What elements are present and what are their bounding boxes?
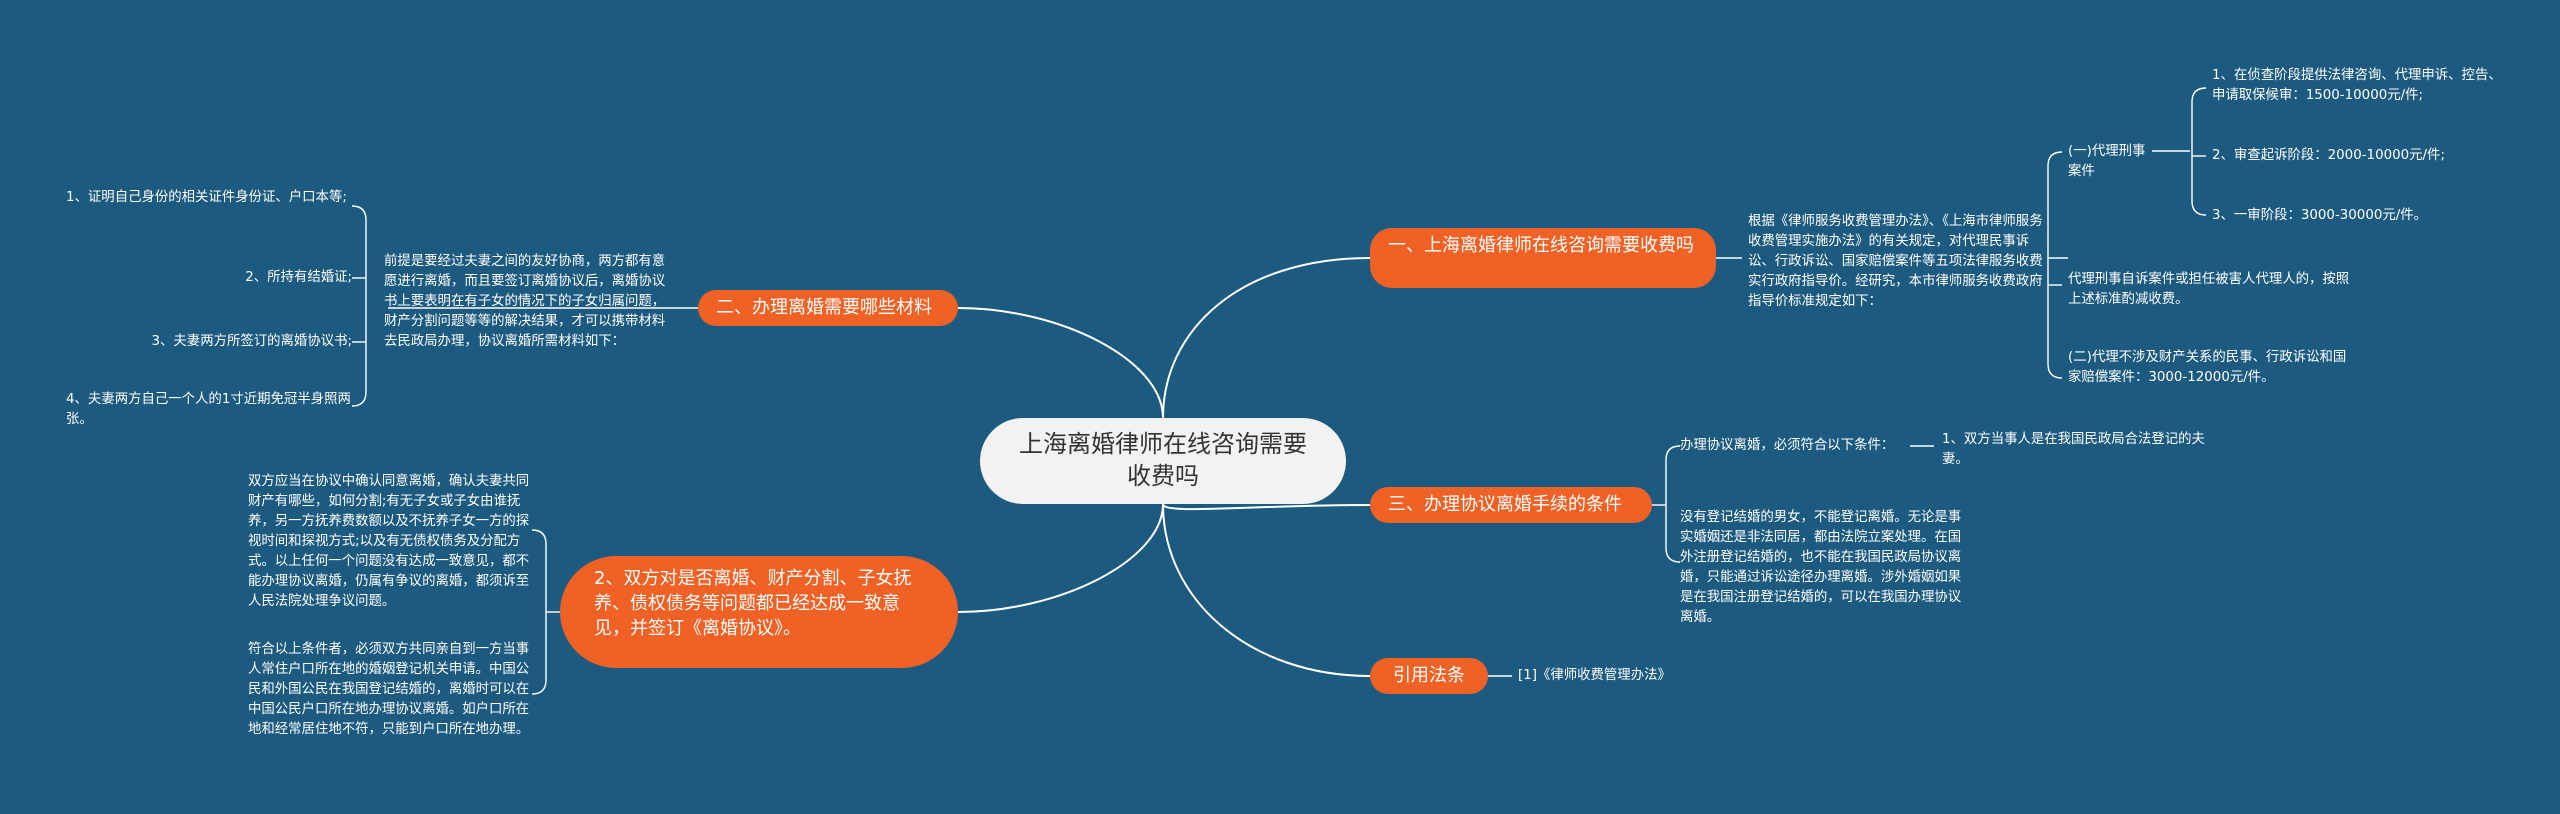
- criminal-case-label: (一)代理刑事案件: [2068, 144, 2146, 179]
- consensus-detail-2: 符合以上条件者，必须双方共同亲自到一方当事人常住户口所在地的婚姻登记机关申请。中…: [248, 642, 530, 737]
- fee-regulation-intro: 根据《律师服务收费管理办法》、《上海市律师服务收费管理实施办法》的有关规定，对代…: [1748, 214, 2043, 309]
- branch-lawyer-fee[interactable]: 一、上海离婚律师在线咨询需要收费吗: [1370, 228, 1716, 288]
- branch-agreement-consensus[interactable]: 2、双方对是否离婚、财产分割、子女抚养、债权债务等问题都已经达成一致意见，并签订…: [560, 556, 958, 668]
- consensus-detail-1: 双方应当在协议中确认同意离婚，确认夫妻共同财产有哪些，如何分割;有无子女或子女由…: [248, 474, 530, 609]
- condition-intro: 办理协议离婚，必须符合以下条件：: [1680, 438, 1895, 453]
- material-item-1: 1、证明自己身份的相关证件身份证、户口本等;: [66, 190, 347, 205]
- materials-intro: 前提是要经过夫妻之间的友好协商，两方都有意愿进行离婚，而且要签订离婚协议后，离婚…: [384, 254, 666, 349]
- registration-note: 没有登记结婚的男女，不能登记离婚。无论是事实婚姻还是非法同居，都由法院立案处理。…: [1680, 510, 1962, 625]
- branch-agreement-conditions[interactable]: 三、办理协议离婚手续的条件: [1370, 487, 1652, 523]
- cited-law-reference: [1]《律师收费管理办法》: [1518, 668, 1671, 683]
- branch-divorce-materials[interactable]: 二、办理离婚需要哪些材料: [698, 290, 958, 326]
- criminal-fee-item-3: 3、一审阶段：3000-30000元/件。: [2212, 208, 2428, 223]
- criminal-fee-item-1: 1、在侦查阶段提供法律咨询、代理申诉、控告、申请取保候审：1500-10000元…: [2212, 68, 2502, 103]
- central-topic[interactable]: 上海离婚律师在线咨询需要收费吗: [980, 418, 1346, 504]
- material-item-4: 4、夫妻两方自己一个人的1寸近期免冠半身照两张。: [66, 392, 351, 427]
- condition-item-1: 1、双方当事人是在我国民政局合法登记的夫妻。: [1942, 432, 2205, 467]
- criminal-fee-item-2: 2、审查起诉阶段：2000-10000元/件;: [2212, 148, 2445, 163]
- material-item-2: 2、所持有结婚证;: [245, 270, 352, 285]
- civil-case-fee: (二)代理不涉及财产关系的民事、行政诉讼和国家赔偿案件：3000-12000元/…: [2068, 350, 2347, 385]
- branch-cited-law[interactable]: 引用法条: [1370, 658, 1488, 694]
- victim-agent-note: 代理刑事自诉案件或担任被害人代理人的，按照上述标准酌减收费。: [2068, 272, 2350, 307]
- material-item-3: 3、夫妻两方所签订的离婚协议书;: [151, 334, 353, 349]
